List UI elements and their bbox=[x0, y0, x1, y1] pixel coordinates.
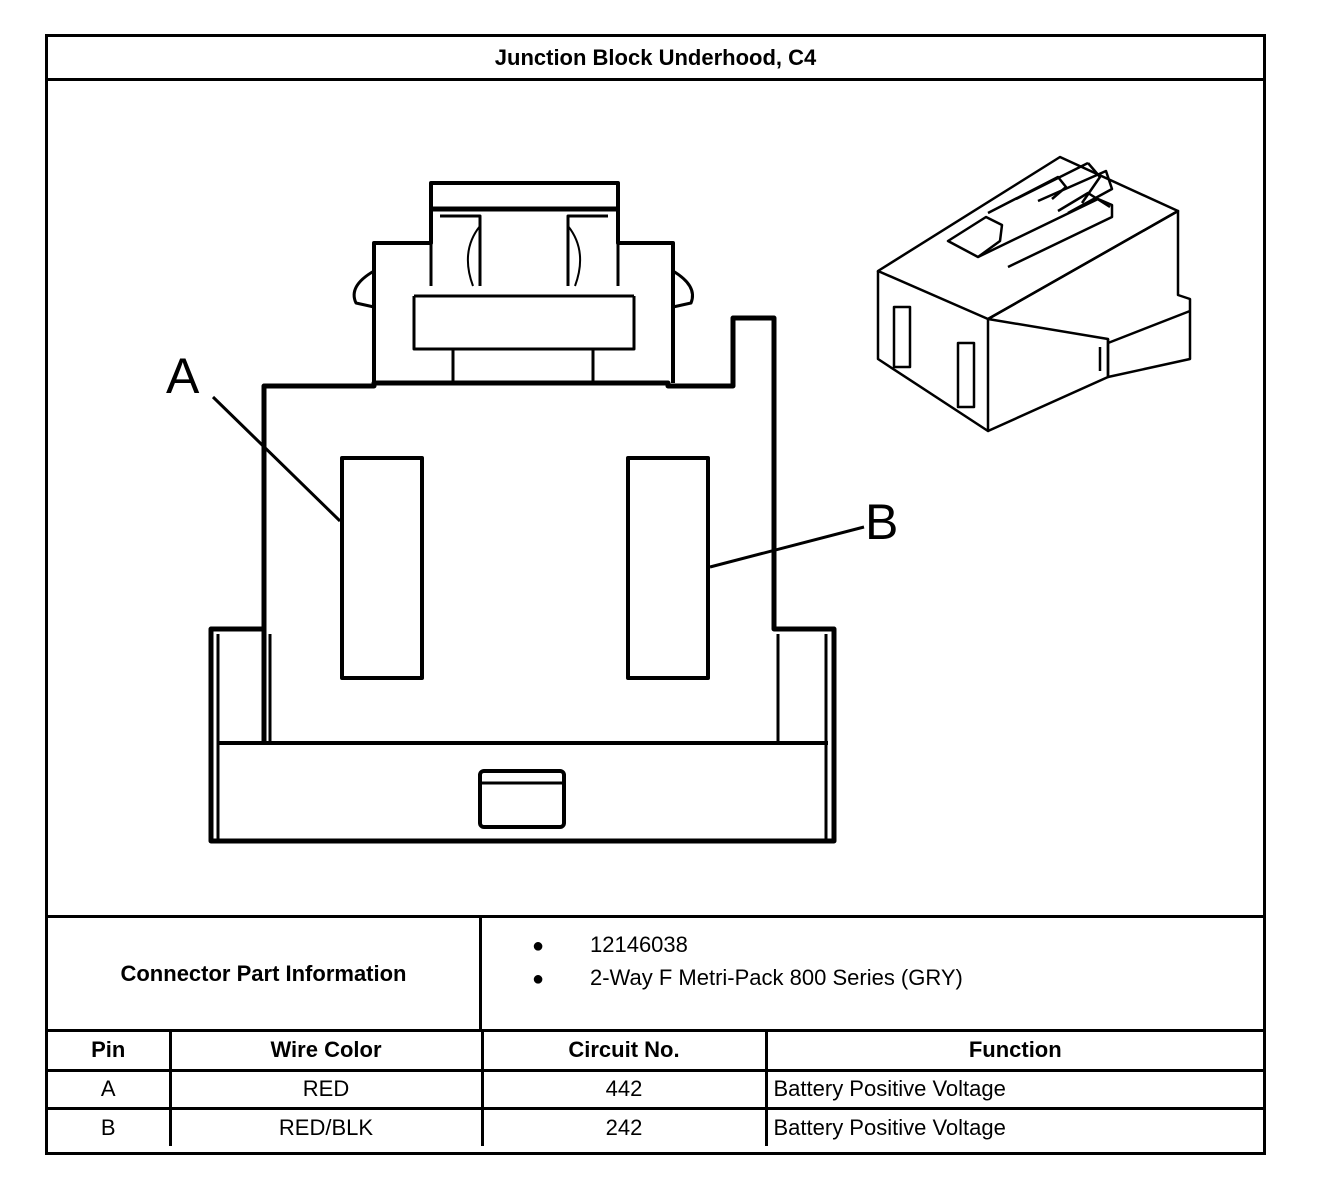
pin-cavity-a bbox=[340, 456, 424, 680]
base-tab bbox=[478, 769, 566, 829]
latch-housing bbox=[372, 181, 675, 383]
pin-label-a: A bbox=[166, 348, 200, 404]
connector-part-info: Connector Part Information ● 12146038 ● 2-… bbox=[48, 915, 1263, 1032]
connector-sheet: Junction Block Underhood, C4 bbox=[45, 34, 1266, 1155]
connector-drawing: A B bbox=[48, 81, 1263, 915]
header-circuit-no: Circuit No. bbox=[482, 1032, 768, 1072]
bullet-icon: ● bbox=[532, 968, 545, 990]
cell-pin: B bbox=[48, 1108, 172, 1146]
part-number: 12146038 bbox=[590, 932, 688, 957]
connector-body-outline bbox=[208, 315, 837, 844]
sheet-title: Junction Block Underhood, C4 bbox=[48, 37, 1263, 81]
connector-iso-view bbox=[876, 155, 1192, 433]
bullet-icon: ● bbox=[532, 935, 545, 957]
table-row: B RED/BLK 242 Battery Positive Voltage bbox=[48, 1108, 1263, 1146]
list-item: ● 12146038 bbox=[532, 932, 688, 958]
header-function: Function bbox=[766, 1032, 1263, 1072]
connector-part-info-label: Connector Part Information bbox=[48, 918, 482, 1029]
leader-line-b bbox=[709, 525, 865, 569]
pin-cavity-b bbox=[626, 456, 710, 680]
header-pin: Pin bbox=[48, 1032, 172, 1072]
list-item: ● 2-Way F Metri-Pack 800 Series (GRY) bbox=[532, 965, 963, 991]
header-wire-color: Wire Color bbox=[170, 1032, 484, 1072]
pin-table: Pin Wire Color Circuit No. Function A RE… bbox=[48, 1032, 1263, 1146]
cell-pin: A bbox=[48, 1070, 172, 1110]
table-row: A RED 442 Battery Positive Voltage bbox=[48, 1070, 1263, 1110]
cell-function: Battery Positive Voltage bbox=[773, 1114, 1006, 1140]
connector-part-info-list: ● 12146038 ● 2-Way F Metri-Pack 800 Series… bbox=[482, 918, 1263, 1029]
cell-wire-color: RED bbox=[170, 1070, 484, 1110]
cell-circuit: 442 bbox=[482, 1070, 768, 1110]
pin-label-b: B bbox=[865, 494, 898, 550]
cell-function: Battery Positive Voltage bbox=[766, 1070, 1263, 1110]
leader-line-a bbox=[211, 395, 342, 523]
cell-wire-color: RED/BLK bbox=[170, 1108, 484, 1146]
connector-description: 2-Way F Metri-Pack 800 Series (GRY) bbox=[590, 965, 963, 990]
pin-table-header: Pin Wire Color Circuit No. Function bbox=[48, 1032, 1263, 1072]
cell-circuit: 242 bbox=[482, 1108, 768, 1146]
connector-face-view: A B bbox=[166, 155, 1192, 844]
